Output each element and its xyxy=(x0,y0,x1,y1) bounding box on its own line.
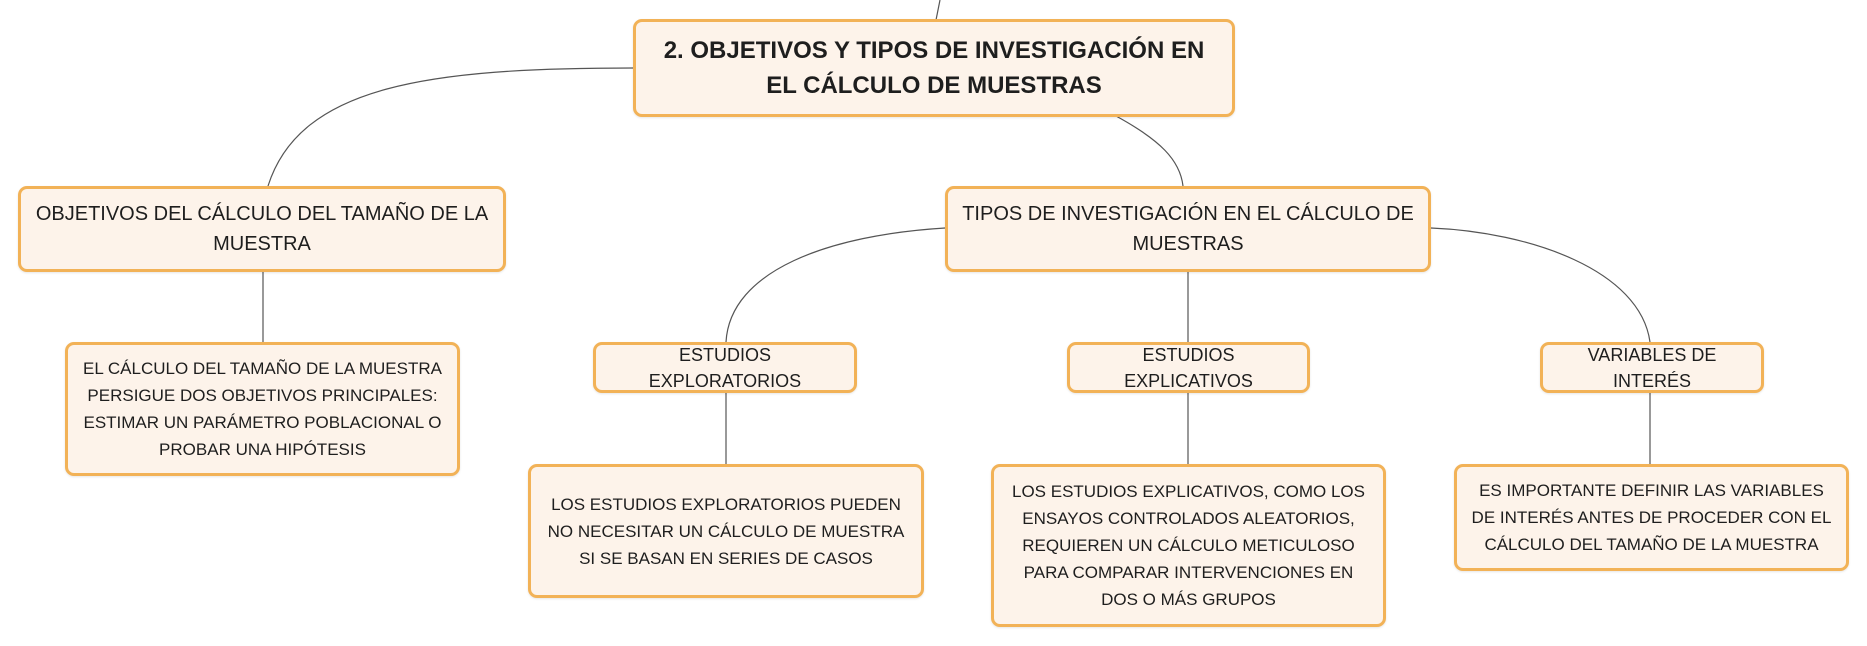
explanatory-detail-node[interactable]: LOS ESTUDIOS EXPLICATIVOS, COMO LOS ENSA… xyxy=(991,464,1386,627)
root-topic-label: 2. OBJETIVOS Y TIPOS DE INVESTIGACIÓN EN… xyxy=(663,37,1205,99)
explanatory-detail-label: LOS ESTUDIOS EXPLICATIVOS, COMO LOS ENSA… xyxy=(1012,482,1365,609)
connector-types-to-exploratory xyxy=(725,227,946,343)
variables-detail-node[interactable]: ES IMPORTANTE DEFINIR LAS VARIABLES DE I… xyxy=(1454,464,1849,571)
connector-parent-to-root xyxy=(935,0,941,21)
objectives-topic-node[interactable]: OBJETIVOS DEL CÁLCULO DEL TAMAÑO DE LA M… xyxy=(18,186,506,272)
root-topic-node[interactable]: 2. OBJETIVOS Y TIPOS DE INVESTIGACIÓN EN… xyxy=(633,19,1235,117)
connector-types-to-variables xyxy=(1430,227,1651,343)
variables-of-interest-label: VARIABLES DE INTERÉS xyxy=(1587,344,1717,391)
exploratory-detail-node[interactable]: LOS ESTUDIOS EXPLORATORIOS PUEDEN NO NEC… xyxy=(528,464,924,598)
explanatory-studies-label: ESTUDIOS EXPLICATIVOS xyxy=(1124,344,1253,391)
exploratory-studies-node[interactable]: ESTUDIOS EXPLORATORIOS xyxy=(593,342,857,393)
types-topic-node[interactable]: TIPOS DE INVESTIGACIÓN EN EL CÁLCULO DE … xyxy=(945,186,1431,272)
objectives-topic-label: OBJETIVOS DEL CÁLCULO DEL TAMAÑO DE LA M… xyxy=(35,203,489,255)
objectives-detail-node[interactable]: EL CÁLCULO DEL TAMAÑO DE LA MUESTRA PERS… xyxy=(65,342,460,476)
types-topic-label: TIPOS DE INVESTIGACIÓN EN EL CÁLCULO DE … xyxy=(962,203,1414,255)
objectives-detail-label: EL CÁLCULO DEL TAMAÑO DE LA MUESTRA PERS… xyxy=(83,359,442,459)
explanatory-studies-node[interactable]: ESTUDIOS EXPLICATIVOS xyxy=(1067,342,1310,393)
connector-root-to-objectives xyxy=(267,67,634,187)
exploratory-studies-label: ESTUDIOS EXPLORATORIOS xyxy=(648,344,802,391)
variables-of-interest-node[interactable]: VARIABLES DE INTERÉS xyxy=(1540,342,1764,393)
exploratory-detail-label: LOS ESTUDIOS EXPLORATORIOS PUEDEN NO NEC… xyxy=(547,494,905,568)
connector-root-to-types xyxy=(1115,115,1184,187)
variables-detail-label: ES IMPORTANTE DEFINIR LAS VARIABLES DE I… xyxy=(1471,481,1832,554)
